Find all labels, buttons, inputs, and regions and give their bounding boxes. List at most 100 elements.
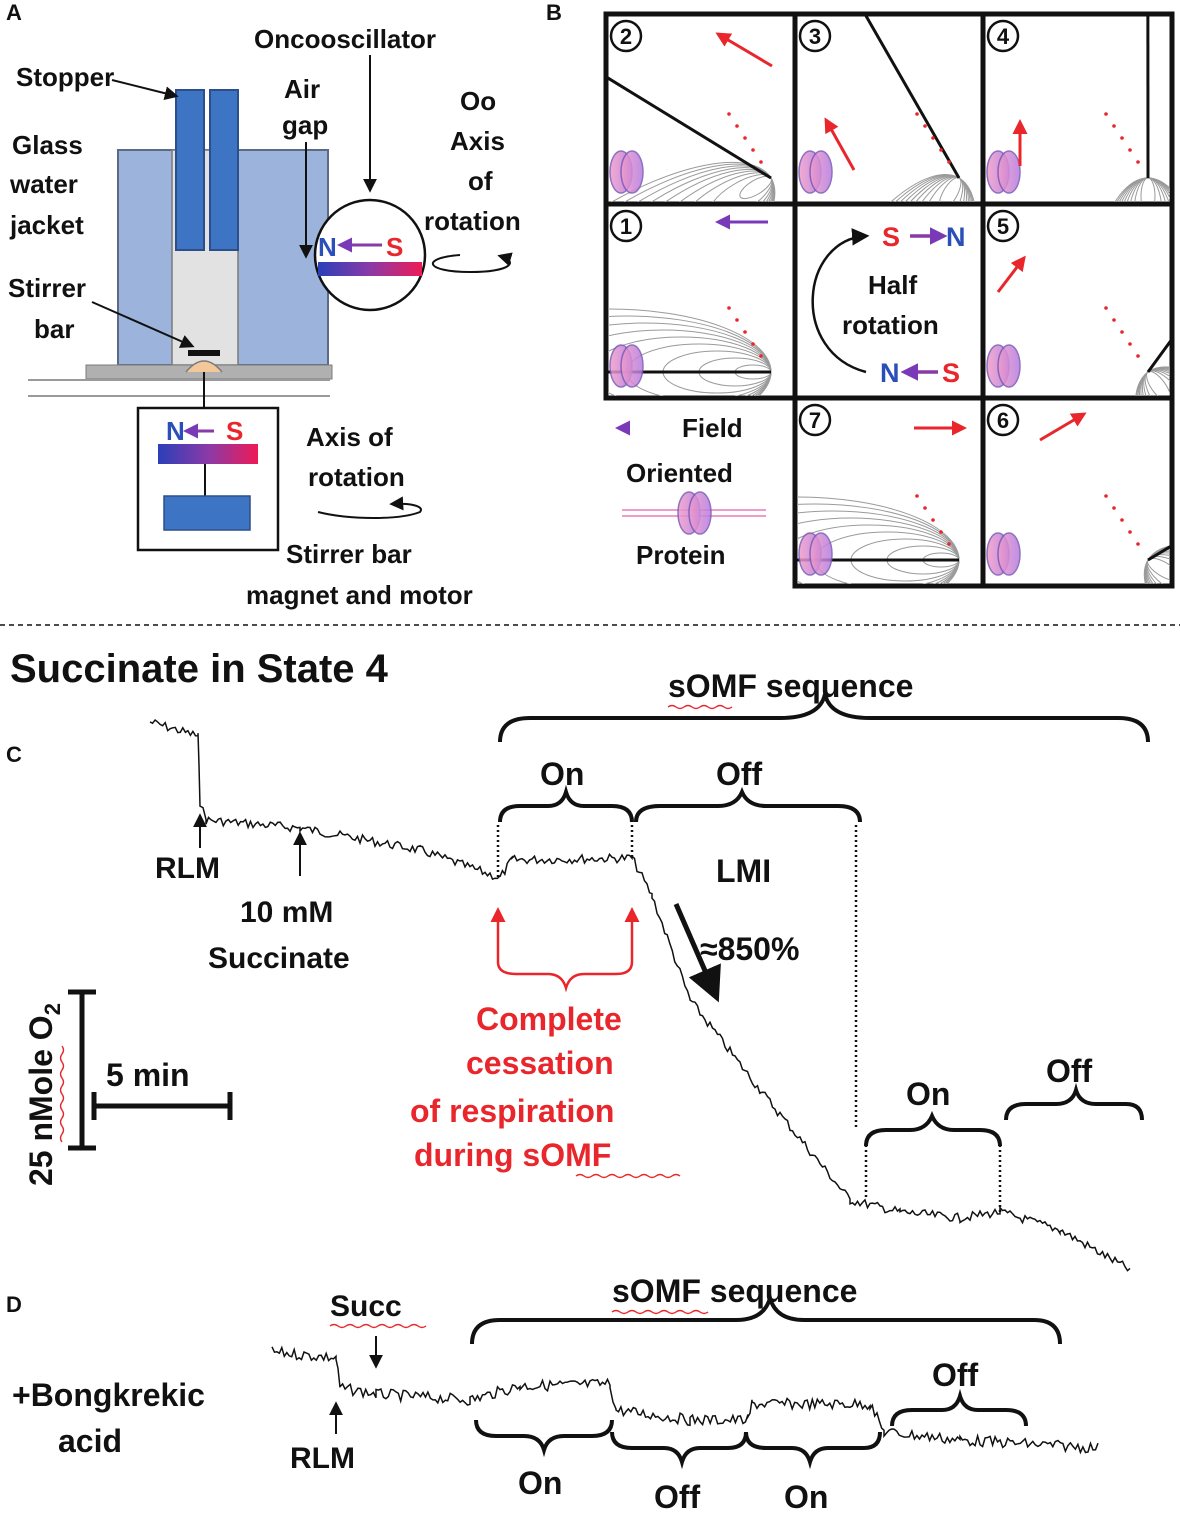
field-direction-arrow bbox=[1039, 412, 1087, 442]
motor-label-2: magnet and motor bbox=[246, 580, 473, 610]
cell-badge bbox=[986, 403, 1020, 437]
figure-title: Succinate in State 4 bbox=[10, 647, 389, 691]
stirrer-bar bbox=[188, 350, 220, 356]
cell-number-4: 4 bbox=[997, 24, 1010, 49]
c-dotted-lines bbox=[496, 825, 1002, 1212]
panel-c-letter: C bbox=[6, 742, 22, 767]
d-somf-squiggle bbox=[611, 1309, 709, 1315]
cell-number-5: 5 bbox=[997, 214, 1009, 239]
center-n-lower: N bbox=[880, 358, 900, 388]
air-gap-label-2: gap bbox=[282, 110, 328, 140]
oncooscillator-n: N bbox=[318, 232, 337, 262]
cell-badge bbox=[609, 19, 643, 53]
motor-magnet bbox=[158, 444, 258, 464]
half-rotation-graphic bbox=[811, 227, 948, 381]
motor-label-1: Stirrer bar bbox=[286, 539, 412, 569]
c-on-brace bbox=[498, 784, 634, 823]
d-somf-brace bbox=[470, 1290, 1062, 1345]
c-off2-label: Off bbox=[1046, 1053, 1093, 1089]
cell-number-3: 3 bbox=[809, 24, 821, 49]
d-off2-label: Off bbox=[932, 1357, 979, 1393]
field-lines bbox=[608, 16, 1170, 584]
apparatus-drawing bbox=[28, 89, 427, 552]
protein-icon bbox=[609, 344, 644, 388]
oncooscillator-magnet bbox=[318, 262, 422, 276]
d-on2-label: On bbox=[784, 1479, 828, 1515]
panel-b-letter: B bbox=[546, 0, 562, 25]
glass-label-1: Glass bbox=[12, 130, 83, 160]
c-scale-squiggle bbox=[59, 1045, 65, 1143]
c-off-label: Off bbox=[716, 756, 763, 792]
c-lmi-label: LMI bbox=[716, 853, 771, 889]
field-lines-cell-3 bbox=[797, 16, 977, 202]
cell-badge bbox=[609, 209, 643, 243]
field-lines-cell-2 bbox=[608, 76, 776, 202]
cell-number-7: 7 bbox=[809, 408, 821, 433]
field-lines-cell-5 bbox=[986, 306, 1170, 396]
legend-field: Field bbox=[682, 413, 743, 443]
motor bbox=[163, 495, 251, 531]
panel-a-letter: A bbox=[6, 0, 22, 25]
d-succ-label: Succ bbox=[330, 1290, 402, 1323]
panel-a-arrows bbox=[91, 55, 513, 519]
c-on-label: On bbox=[540, 756, 584, 792]
oo-label-3: of bbox=[468, 166, 493, 196]
trace-d bbox=[271, 1345, 1099, 1455]
c-scale-bars bbox=[68, 989, 233, 1151]
d-somf-label: sOMF sequence bbox=[612, 1273, 857, 1309]
trace-c bbox=[149, 718, 1131, 1272]
center-s: S bbox=[882, 222, 900, 252]
center-n: N bbox=[946, 222, 966, 252]
c-percent-label: ≈850% bbox=[700, 931, 799, 967]
protein-icon bbox=[798, 150, 833, 194]
oncooscillator-s: S bbox=[386, 232, 403, 262]
c-red-squiggle bbox=[575, 1173, 681, 1179]
protein-icon bbox=[677, 491, 712, 535]
c-red-label-4: during sOMF bbox=[414, 1137, 611, 1173]
c-succinate-label-1: 10 mM bbox=[240, 896, 333, 929]
oncooscillator-circle bbox=[313, 198, 427, 312]
d-off2-brace bbox=[890, 1388, 1028, 1427]
c-rate-arrow bbox=[673, 903, 721, 1003]
c-off-brace bbox=[634, 786, 862, 823]
panel-b-grid bbox=[603, 11, 1175, 589]
d-bongkrekic-label-1: +Bongkrekic bbox=[12, 1377, 205, 1413]
d-rlm-label: RLM bbox=[290, 1442, 355, 1475]
half-label: Half bbox=[868, 270, 917, 300]
c-on2-brace bbox=[864, 1110, 1002, 1147]
cell-badge bbox=[798, 403, 832, 437]
glass-label-3: jacket bbox=[9, 210, 84, 240]
glass-label-2: water bbox=[9, 169, 78, 199]
d-bongkrekic-label-2: acid bbox=[58, 1423, 122, 1459]
cell-badge bbox=[986, 209, 1020, 243]
center-s-lower: S bbox=[942, 358, 960, 388]
field-direction-arrow bbox=[996, 255, 1026, 293]
protein-icon bbox=[986, 150, 1021, 194]
protein-icon bbox=[986, 532, 1021, 576]
stopper-left bbox=[175, 89, 205, 251]
motor-magnet-s: S bbox=[226, 416, 243, 446]
stirrer-label-1: Stirrer bbox=[8, 273, 86, 303]
air-gap-label-1: Air bbox=[284, 74, 320, 104]
c-red-label-2: cessation bbox=[466, 1045, 614, 1081]
stopper-label: Stopper bbox=[16, 62, 114, 92]
c-succinate-label-2: Succinate bbox=[208, 942, 350, 975]
axis-label-1: Axis of bbox=[306, 422, 393, 452]
legend-oriented: Oriented bbox=[626, 458, 733, 488]
cell-number-1: 1 bbox=[620, 214, 632, 239]
field-lines-cell-4 bbox=[986, 16, 1170, 202]
axis-label-2: rotation bbox=[308, 462, 405, 492]
c-rlm-label: RLM bbox=[155, 852, 220, 885]
oncooscillator-label: Oncooscillator bbox=[254, 24, 436, 54]
d-off1-label: Off bbox=[654, 1479, 701, 1515]
c-red-label-3: of respiration bbox=[410, 1093, 614, 1129]
motor-magnet-n: N bbox=[166, 416, 185, 446]
c-red-bracket bbox=[490, 907, 640, 993]
oo-label-4: rotation bbox=[424, 206, 521, 236]
stirrer-label-2: bar bbox=[34, 314, 74, 344]
c-on2-label: On bbox=[906, 1076, 950, 1112]
panel-d-letter: D bbox=[6, 1292, 22, 1317]
oo-label-2: Axis bbox=[450, 126, 505, 156]
legend-protein: Protein bbox=[636, 540, 726, 570]
field-lines-cell-1 bbox=[608, 306, 772, 396]
